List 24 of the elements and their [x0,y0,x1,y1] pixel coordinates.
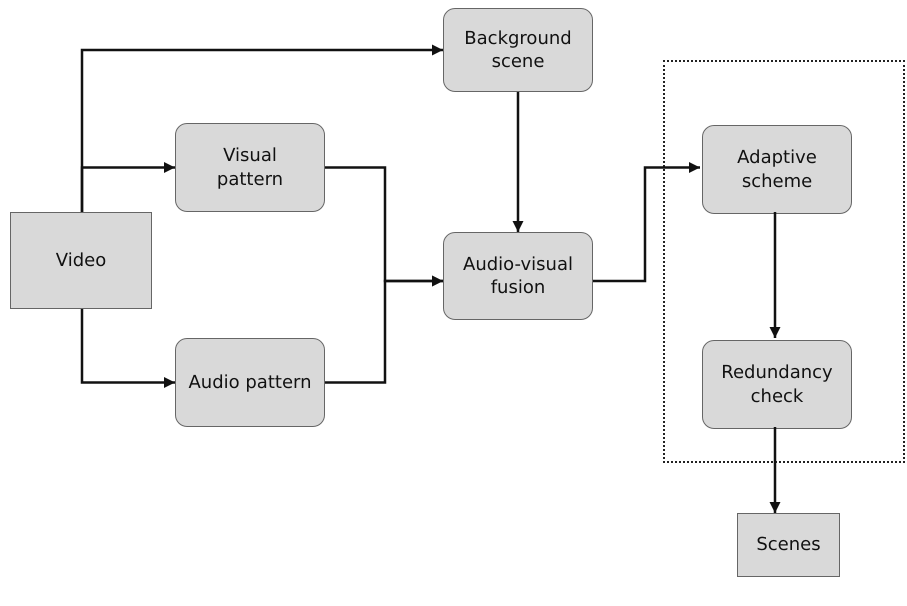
arrow [80,309,175,388]
input-output-box [10,212,152,309]
node-label: Visual pattern [216,144,284,191]
arrow [80,162,175,212]
node-label: Video [56,248,106,272]
node-label: Scenes [756,533,821,557]
dotted-group-box [663,60,905,463]
arrow [770,427,780,513]
process-box [702,340,852,429]
input-output-box [737,513,840,577]
process-box [175,338,325,427]
node-label: Audio pattern [188,370,312,394]
node-label: Background scene [463,26,573,74]
process-box [175,123,325,212]
node-label: Redundancy check [720,361,834,408]
node-label: Adaptive scheme [736,146,818,193]
process-box [443,232,593,320]
arrow [593,162,700,282]
arrow [325,276,443,384]
process-box [443,8,593,92]
node-label: Audio-visual fusion [462,252,574,300]
arrow [512,92,524,232]
process-box [702,125,852,214]
arrow [770,212,780,338]
